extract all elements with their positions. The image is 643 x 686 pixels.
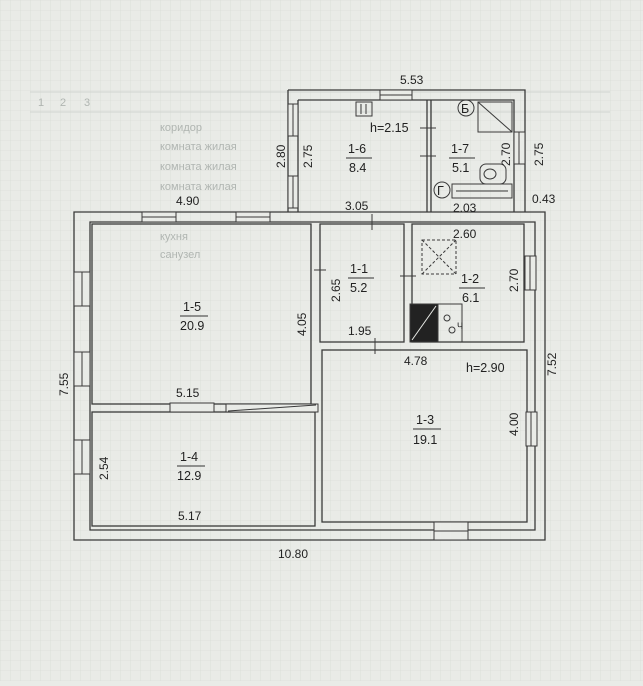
dim-width-1-2-top: 2.60 (453, 227, 477, 241)
boiler-icon (457, 99, 475, 117)
dim-total-left: 7.55 (57, 372, 71, 396)
room-label-1-3: 1-3 19.1 (413, 413, 441, 447)
window-1-5-top-b (235, 211, 271, 223)
ghost-row-6: санузел (160, 249, 200, 261)
room-area: 12.9 (177, 469, 201, 483)
gas-letter: Г (437, 184, 444, 198)
ceiling-height-main: h=2.90 (466, 361, 505, 375)
dim-annex-right-inner: 2.70 (499, 142, 513, 166)
room-area: 19.1 (413, 433, 437, 447)
door-frame-1-5-1-4 (169, 402, 215, 413)
background-table: 1 2 3 коридор комната жилая комната жила… (30, 91, 610, 261)
room-label-1-2: 1-2 6.1 (459, 272, 485, 305)
window-1-3-bottom (433, 521, 469, 541)
dim-height-1-2: 2.70 (507, 268, 521, 292)
room-1-1-wall (319, 223, 405, 343)
dim-width-1-1-bottom: 1.95 (348, 324, 372, 338)
dim-bath-width: 2.03 (453, 201, 477, 215)
ghost-number-3: 3 (84, 97, 90, 109)
dim-width-1-5: 4.90 (176, 194, 200, 208)
dim-total-right: 7.52 (545, 352, 559, 376)
ghost-row-1: коридор (160, 122, 202, 134)
dim-annex-offset: 0.43 (532, 192, 556, 206)
boiler-letter: Б (461, 102, 469, 116)
dim-annex-left-outer: 2.80 (274, 144, 288, 168)
chimney-icon (421, 239, 457, 275)
doors (169, 127, 436, 413)
ghost-row-2: комната жилая (160, 141, 237, 153)
dim-width-1-1-top: 3.05 (345, 199, 369, 213)
ghost-number-1: 1 (38, 97, 44, 109)
room-area: 20.9 (180, 319, 204, 333)
bathtub-icon (451, 183, 513, 199)
gas-meter-icon (433, 181, 451, 199)
dim-width-1-4-bottom: 5.17 (178, 509, 202, 523)
window-annex-top (379, 89, 413, 101)
room-label-1-7: 1-7 5.1 (449, 142, 475, 175)
window-annex-left (287, 103, 299, 137)
ghost-row-5: кухня (160, 231, 188, 243)
dim-height-1-4: 2.54 (97, 456, 111, 480)
annex-outer-wall (288, 89, 526, 212)
house-inner-wall (89, 221, 536, 531)
window-1-5-left-a (73, 271, 91, 307)
dim-height-1-5: 4.05 (295, 312, 309, 336)
dim-total-width: 10.80 (278, 547, 308, 561)
shower-tray-icon (477, 101, 513, 133)
room-id: 1-5 (183, 300, 201, 314)
dim-annex-width: 5.53 (400, 73, 424, 87)
room-area: 6.1 (462, 291, 479, 305)
gas-stove-icon (437, 303, 463, 343)
room-label-1-5: 1-5 20.9 (180, 300, 208, 333)
window-1-3-right (525, 411, 538, 447)
room-id: 1-6 (348, 142, 366, 156)
room-id: 1-3 (416, 413, 434, 427)
room-area: 5.2 (350, 281, 367, 295)
stove-icon (355, 101, 373, 117)
room-id: 1-2 (461, 272, 479, 286)
room-label-1-6: 1-6 8.4 (346, 142, 372, 175)
dim-width-1-4-top: 5.15 (176, 386, 200, 400)
dim-width-1-3-top: 4.78 (404, 354, 428, 368)
ghost-row-4: комната жилая (160, 181, 237, 193)
windows (73, 89, 538, 541)
room-area: 5.1 (452, 161, 469, 175)
room-label-1-1: 1-1 5.2 (348, 262, 374, 295)
dim-height-1-3: 4.00 (507, 412, 521, 436)
window-annex-left-2 (287, 175, 299, 209)
dim-annex-right-outer: 2.75 (532, 142, 546, 166)
annex-inner-wall (298, 99, 515, 212)
window-1-4-left (73, 439, 91, 475)
dim-height-1-1: 2.65 (329, 278, 343, 302)
stove-letter: Ч (457, 321, 463, 331)
ceiling-height-annex: h=2.15 (370, 121, 409, 135)
ghost-number-2: 2 (60, 97, 66, 109)
ghost-row-3: комната жилая (160, 161, 237, 173)
dim-annex-left-inner: 2.75 (301, 144, 315, 168)
room-id: 1-4 (180, 450, 198, 464)
fixtures (355, 99, 513, 343)
room-label-1-4: 1-4 12.9 (177, 450, 205, 483)
window-annex-right (513, 131, 526, 165)
window-1-5-top-a (141, 211, 177, 223)
room-1-2-wall (411, 223, 525, 343)
room-id: 1-7 (451, 142, 469, 156)
window-1-2-right (524, 255, 537, 291)
window-1-5-left-b (73, 351, 91, 387)
house-outer-wall (73, 211, 546, 541)
room-area: 8.4 (349, 161, 366, 175)
room-id: 1-1 (350, 262, 368, 276)
